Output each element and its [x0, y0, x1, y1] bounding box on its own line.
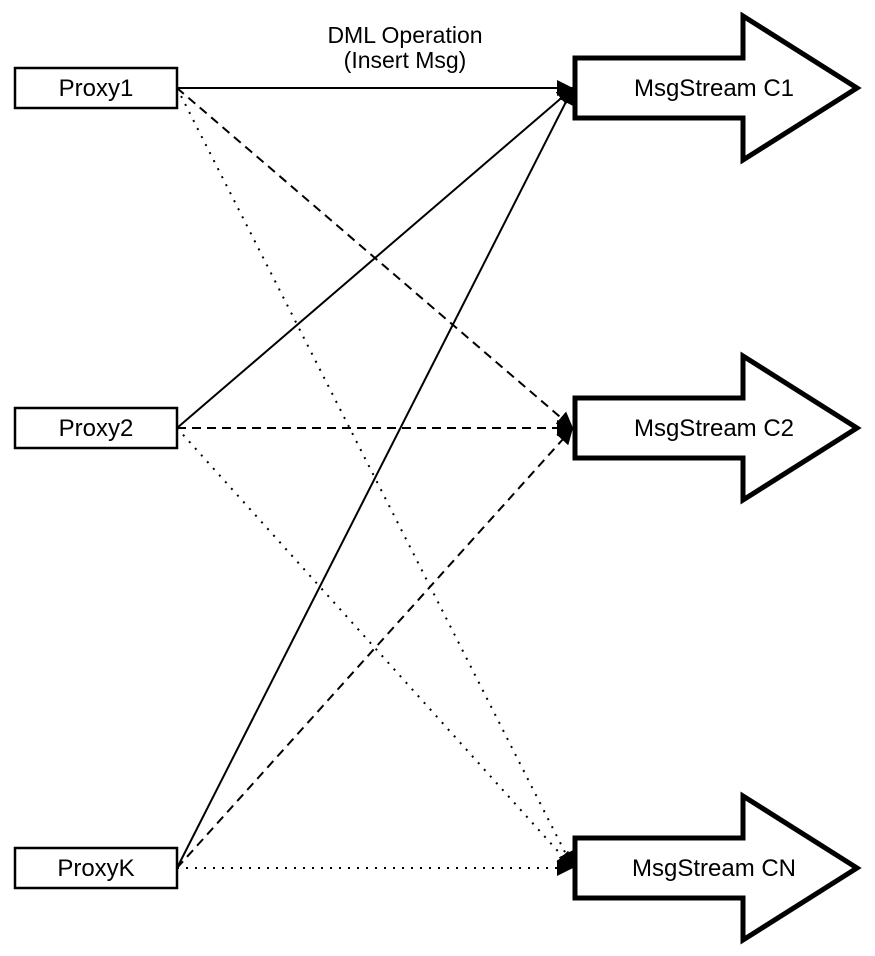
dml-operation-annotation: DML Operation (Insert Msg)	[327, 22, 482, 73]
msgstream-cn-label: MsgStream CN	[632, 855, 796, 882]
proxyk-box	[13, 846, 179, 890]
dml-operation-label-line2: (Insert Msg)	[344, 47, 467, 73]
msgstream-cn-arrow	[572, 791, 862, 945]
proxy1-label: Proxy1	[59, 75, 134, 102]
proxy2-box	[13, 406, 179, 450]
dml-operation-label-line1: DML Operation	[327, 22, 482, 48]
edge-proxyk-c2	[176, 427, 574, 869]
proxy2-label: Proxy2	[59, 415, 134, 442]
edge-proxy1-cn	[176, 87, 574, 869]
edge-group	[176, 80, 574, 876]
edge-proxyk-c1	[176, 87, 574, 869]
proxy1-box	[13, 66, 179, 110]
proxyk-label: ProxyK	[57, 855, 134, 882]
msgstream-nodes: MsgStream C1 MsgStream C2 MsgStream CN	[572, 11, 862, 945]
proxy-nodes: Proxy1 Proxy2 ProxyK	[13, 66, 179, 890]
msgstream-c1-label: MsgStream C1	[634, 75, 794, 102]
msgstream-c2-arrow	[572, 351, 862, 505]
edge-proxy2-c1	[176, 87, 574, 429]
msgstream-c1-arrow	[572, 11, 862, 165]
msgstream-c2-label: MsgStream C2	[634, 415, 794, 442]
